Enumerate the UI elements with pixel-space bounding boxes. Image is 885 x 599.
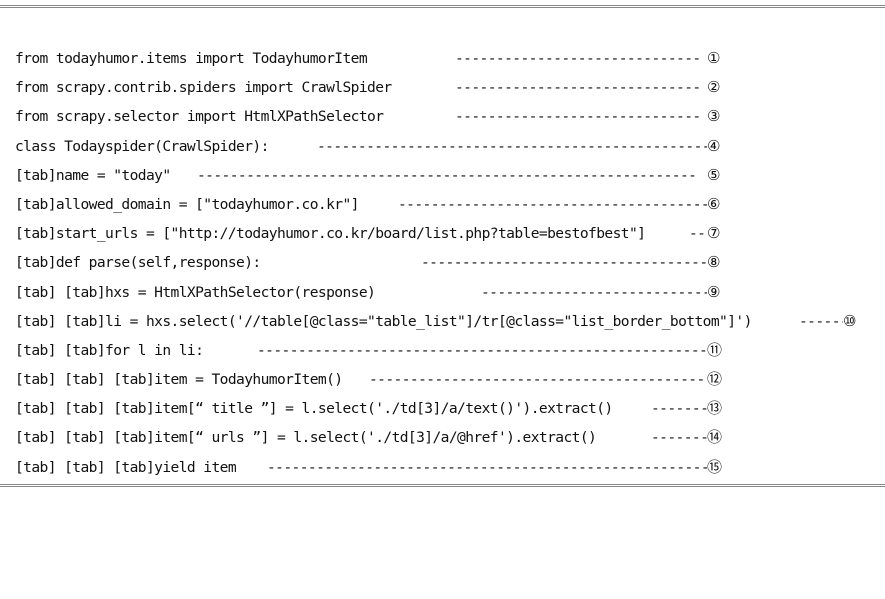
line-number-marker: ⑭ [707, 428, 723, 447]
code-listing: from todayhumor.items import TodayhumorI… [15, 44, 875, 482]
line-number-marker: ⑮ [707, 457, 723, 476]
code-line: from scrapy.contrib.spiders import Crawl… [15, 73, 875, 102]
line-number-marker: ⑫ [707, 370, 723, 389]
leader-dashes: ------------------------------ [455, 108, 701, 126]
code-line: [tab] [tab] [tab]item = TodayhumorItem()… [15, 365, 875, 394]
line-number-marker: ⑦ [707, 224, 721, 243]
leader-dashes: ------------------------------- [481, 283, 707, 301]
line-number-marker: ③ [707, 107, 721, 126]
code-text: class Todayspider(CrawlSpider): [15, 137, 269, 155]
code-line: [tab] [tab]for l in li: ----------------… [15, 336, 875, 365]
code-text: [tab] [tab] [tab]item = TodayhumorItem() [15, 371, 343, 389]
code-line: [tab]def parse(self,response): ---------… [15, 248, 875, 277]
line-number-marker: ⑨ [707, 282, 721, 301]
leader-dashes: ------ [799, 312, 843, 330]
code-listing-frame: from todayhumor.items import TodayhumorI… [0, 5, 885, 487]
code-text: from scrapy.contrib.spiders import Crawl… [15, 79, 392, 97]
bottom-border-rule [0, 484, 885, 487]
code-text: [tab] [tab] [tab]item[“ title ”] = l.sel… [15, 400, 613, 418]
line-number-marker: ⑬ [707, 399, 723, 418]
code-text: [tab] [tab] [tab]item[“ urls ”] = l.sele… [15, 429, 597, 447]
leader-dashes: ----------------------------------------… [369, 371, 707, 389]
leader-dashes: -- [689, 225, 706, 243]
code-line: [tab]start_urls = ["http://todayhumor.co… [15, 219, 875, 248]
leader-dashes: --------------------------------------- [398, 195, 707, 213]
code-text: [tab] [tab]for l in li: [15, 341, 204, 359]
leader-dashes: ----------------------------------------… [197, 166, 697, 184]
code-text: [tab] [tab] [tab]yield item [15, 458, 237, 476]
code-text: from scrapy.selector import HtmlXPathSel… [15, 108, 384, 126]
code-line: [tab] [tab] [tab]item[“ title ”] = l.sel… [15, 394, 875, 423]
line-number-marker: ④ [707, 136, 721, 155]
line-number-marker: ⑥ [707, 194, 721, 213]
leader-dashes: ----------------------------------------… [257, 341, 707, 359]
code-line: class Todayspider(CrawlSpider): --------… [15, 132, 875, 161]
code-line: [tab] [tab] [tab]yield item ------------… [15, 453, 875, 482]
code-text: [tab]allowed_domain = ["todayhumor.co.kr… [15, 195, 359, 213]
leader-dashes: ------- [651, 429, 707, 447]
code-text: [tab]name = "today" [15, 166, 171, 184]
code-line: from scrapy.selector import HtmlXPathSel… [15, 102, 875, 131]
code-line: [tab]allowed_domain = ["todayhumor.co.kr… [15, 190, 875, 219]
top-border-rule [0, 5, 885, 8]
code-line: [tab] [tab] [tab]item[“ urls ”] = l.sele… [15, 423, 875, 452]
code-text: [tab]def parse(self,response): [15, 254, 261, 272]
line-number-marker: ⑪ [707, 340, 723, 359]
leader-dashes: ------------------------------ [455, 79, 701, 97]
line-number-marker: ⑩ [843, 311, 857, 330]
code-line: [tab] [tab]li = hxs.select('//table[@cla… [15, 307, 875, 336]
leader-dashes: ------------------------------ [455, 50, 701, 67]
code-text: [tab]start_urls = ["http://todayhumor.co… [15, 225, 646, 243]
leader-dashes: ----------------------------------------… [421, 254, 707, 272]
code-text: from todayhumor.items import TodayhumorI… [15, 50, 368, 67]
code-text: [tab] [tab]hxs = HtmlXPathSelector(respo… [15, 283, 376, 301]
code-line: [tab]name = "today" --------------------… [15, 161, 875, 190]
code-line: [tab] [tab]hxs = HtmlXPathSelector(respo… [15, 278, 875, 307]
leader-dashes: ------- [651, 400, 707, 418]
line-number-marker: ① [707, 49, 721, 67]
leader-dashes: ----------------------------------------… [317, 137, 707, 155]
line-number-marker: ⑤ [707, 165, 721, 184]
code-line: from todayhumor.items import TodayhumorI… [15, 44, 875, 73]
line-number-marker: ② [707, 78, 721, 97]
code-text: [tab] [tab]li = hxs.select('//table[@cla… [15, 312, 752, 330]
line-number-marker: ⑧ [707, 253, 721, 272]
leader-dashes: ----------------------------------------… [267, 458, 707, 476]
